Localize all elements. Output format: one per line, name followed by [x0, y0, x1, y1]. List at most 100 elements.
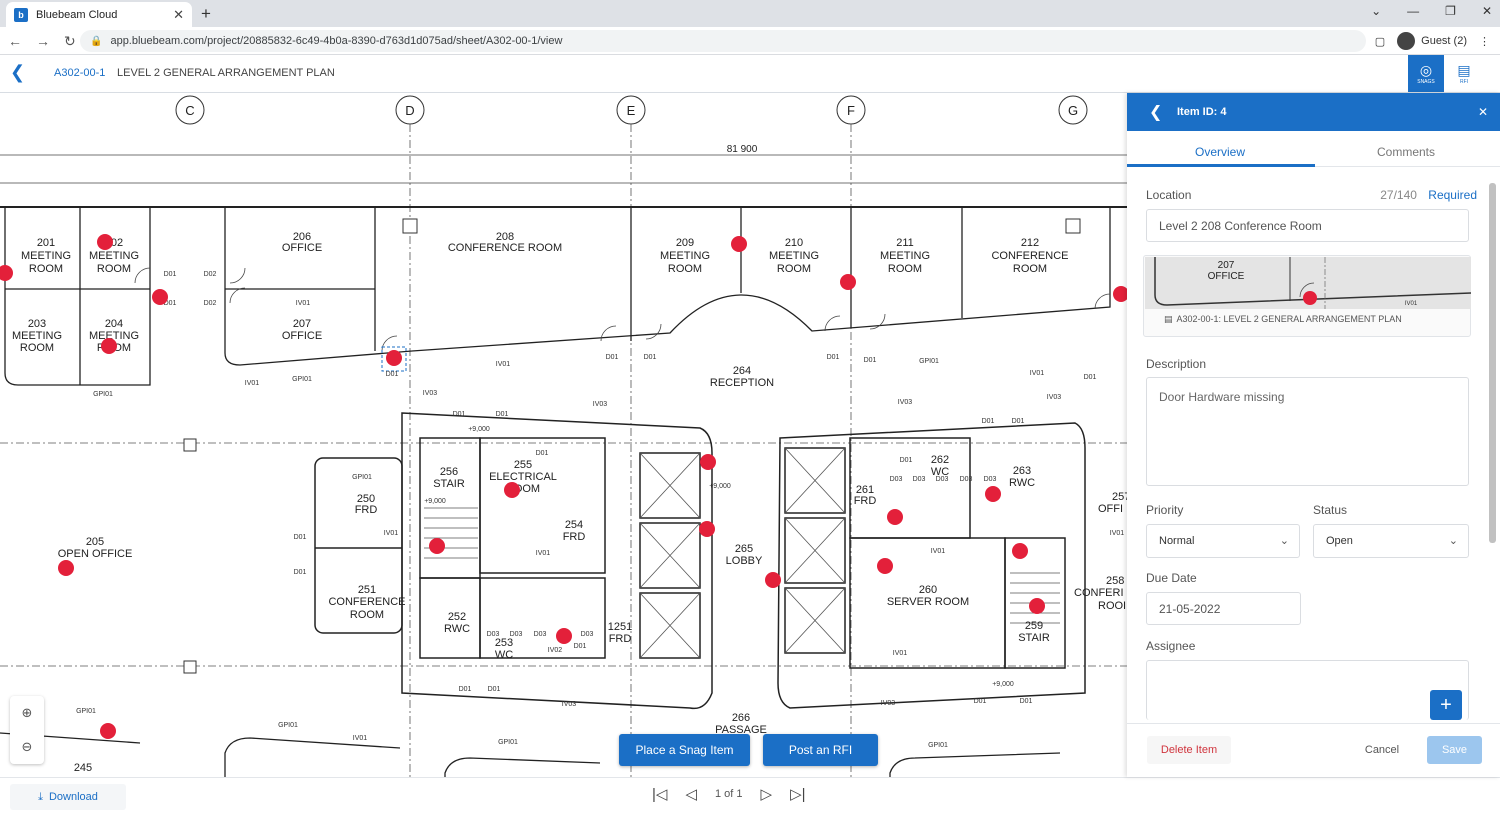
snag-pin[interactable]: [700, 454, 716, 470]
room-201-num: 201: [37, 237, 55, 249]
status-select[interactable]: Open ⌄: [1313, 524, 1469, 558]
snag-pin[interactable]: [731, 236, 747, 252]
room-263-num: 263: [1013, 465, 1031, 477]
zoom-in-icon[interactable]: ⊕: [21, 705, 33, 720]
snag-pin-selected[interactable]: [386, 350, 402, 366]
svg-text:CONFERENCE: CONFERENCE: [328, 596, 405, 608]
prev-page-icon[interactable]: ◁: [685, 786, 697, 803]
back-chevron-icon[interactable]: ❮: [10, 62, 26, 82]
room-260-num: 260: [919, 584, 937, 596]
room-206-num: 206: [293, 231, 311, 243]
restore-icon[interactable]: ❐: [1445, 4, 1456, 18]
room-253-num: 253: [495, 637, 513, 649]
assignee-label: Assignee: [1146, 639, 1196, 653]
tab-search-icon[interactable]: ⌄: [1371, 4, 1382, 18]
panel-back-icon[interactable]: ❮: [1149, 104, 1163, 121]
back-arrow-icon[interactable]: ←: [8, 33, 22, 49]
post-rfi-button[interactable]: Post an RFI: [763, 734, 878, 766]
snags-tool-button[interactable]: ◎ SNAGS: [1408, 55, 1444, 92]
snag-pin[interactable]: [58, 560, 74, 576]
snags-label: SNAGS: [1417, 79, 1435, 85]
browser-tab[interactable]: b Bluebeam Cloud ✕: [6, 2, 192, 27]
svg-text:D01: D01: [644, 354, 657, 361]
zoom-out-icon[interactable]: ⊖: [21, 739, 33, 754]
room-264-num: 264: [733, 365, 751, 377]
forward-arrow-icon[interactable]: →: [36, 33, 50, 49]
svg-text:ROOM: ROOM: [20, 342, 54, 354]
active-tab-underline: [1127, 164, 1315, 167]
assignee-field[interactable]: [1146, 660, 1469, 720]
last-page-icon[interactable]: ▷|: [790, 786, 806, 803]
first-page-icon[interactable]: |◁: [652, 786, 668, 803]
room-206-name: OFFICE: [282, 242, 322, 254]
snag-pin[interactable]: [429, 538, 445, 554]
snag-pin[interactable]: [504, 482, 520, 498]
snag-pin[interactable]: [840, 274, 856, 290]
tab-comments[interactable]: Comments: [1377, 145, 1436, 159]
reload-icon[interactable]: ↻: [64, 33, 76, 49]
svg-text:ELECTRICAL: ELECTRICAL: [489, 471, 557, 483]
profile-button[interactable]: Guest (2): [1397, 32, 1467, 50]
snag-pin[interactable]: [877, 558, 893, 574]
minimize-icon[interactable]: —: [1407, 4, 1420, 18]
browser-menu-icon[interactable]: ⋮: [1479, 35, 1490, 48]
cancel-button[interactable]: Cancel: [1364, 744, 1400, 756]
snag-pin[interactable]: [887, 509, 903, 525]
svg-text:GPI01: GPI01: [292, 376, 312, 383]
url-input[interactable]: 🔒 app.bluebeam.com/project/20885832-6c49…: [80, 30, 1366, 52]
snag-pin[interactable]: [556, 628, 572, 644]
room-262-name: WC: [931, 466, 949, 478]
add-assignee-button[interactable]: +: [1430, 690, 1462, 720]
svg-text:ROOI: ROOI: [1098, 600, 1126, 612]
save-button[interactable]: Save: [1427, 736, 1482, 764]
svg-text:D01: D01: [294, 534, 307, 541]
svg-text:D01: D01: [164, 271, 177, 278]
snag-pin[interactable]: [765, 572, 781, 588]
snag-pin[interactable]: [1012, 543, 1028, 559]
due-date-input[interactable]: 21-05-2022: [1146, 592, 1301, 625]
snag-pin[interactable]: [152, 289, 168, 305]
snag-pin[interactable]: [699, 521, 715, 537]
location-snapshot[interactable]: 207 OFFICE IV01 ▤ A302-00-1: LEVEL 2 GEN…: [1143, 255, 1471, 337]
svg-text:+9,000: +9,000: [709, 483, 731, 490]
svg-text:IV03: IV03: [898, 399, 913, 406]
grid-label-d: D: [405, 103, 414, 118]
snag-pin[interactable]: [100, 723, 116, 739]
download-button[interactable]: ⤓ Download: [10, 784, 126, 810]
required-indicator: Required: [1428, 188, 1477, 202]
rfi-tool-button[interactable]: ▤ RFI: [1448, 55, 1480, 92]
drawing-canvas[interactable]: C D E F G 81 900: [0, 93, 1127, 777]
delete-item-button[interactable]: Delete Item: [1147, 736, 1231, 764]
new-tab-icon[interactable]: +: [201, 4, 211, 23]
svg-text:IV01: IV01: [496, 361, 511, 368]
tab-close-icon[interactable]: ✕: [173, 6, 184, 22]
bluebeam-favicon-icon: b: [14, 7, 28, 22]
svg-text:D01: D01: [386, 371, 399, 378]
chevron-down-icon: ⌄: [1279, 535, 1289, 547]
priority-select[interactable]: Normal ⌄: [1146, 524, 1300, 558]
room-1251-name: FRD: [609, 633, 632, 645]
snag-pin[interactable]: [1029, 598, 1045, 614]
sheet-id-link[interactable]: A302-00-1: [54, 67, 106, 79]
description-textarea[interactable]: Door Hardware missing: [1146, 377, 1469, 486]
room-205-num: 205: [86, 536, 104, 548]
window-close-icon[interactable]: ✕: [1481, 4, 1492, 18]
next-page-icon[interactable]: ▷: [760, 786, 773, 803]
item-id-title: Item ID: 4: [1177, 106, 1227, 118]
room-245-num: 245: [74, 762, 92, 774]
snag-pin[interactable]: [0, 265, 13, 281]
snag-pin[interactable]: [97, 234, 113, 250]
snag-pin[interactable]: [1113, 286, 1127, 302]
panel-close-icon[interactable]: ✕: [1477, 105, 1488, 119]
grid-label-f: F: [847, 103, 855, 118]
location-field[interactable]: Level 2 208 Conference Room: [1146, 209, 1469, 242]
scrollbar-thumb[interactable]: [1489, 183, 1496, 543]
svg-text:ROOM: ROOM: [777, 263, 811, 275]
place-snag-item-button[interactable]: Place a Snag Item: [619, 734, 750, 766]
sidebar-toggle-icon[interactable]: ▢: [1374, 35, 1386, 48]
panel-scrollbar[interactable]: [1488, 173, 1496, 713]
tab-overview[interactable]: Overview: [1195, 145, 1246, 159]
snag-pin[interactable]: [101, 338, 117, 354]
room-252-name: RWC: [444, 623, 470, 635]
snag-pin[interactable]: [985, 486, 1001, 502]
